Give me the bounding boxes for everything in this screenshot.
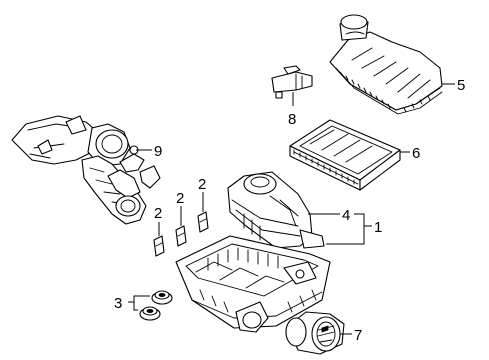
- callout-2a: 2: [154, 205, 162, 222]
- callout-2c: 2: [198, 176, 206, 193]
- callout-3: 3: [114, 295, 122, 312]
- grommet-lower: [139, 306, 161, 321]
- callout-6: 6: [412, 145, 420, 162]
- callout-5: 5: [457, 77, 465, 94]
- callout-7: 7: [354, 327, 362, 344]
- inlet-tube: [285, 311, 345, 355]
- callout-1: 1: [374, 219, 382, 236]
- mass-airflow-sensor: [271, 65, 313, 99]
- air-cleaner-cover: [329, 14, 443, 115]
- intake-duct: [11, 115, 161, 225]
- clip-left: [153, 235, 165, 257]
- bracket-1: [326, 213, 372, 245]
- callout-8: 8: [288, 111, 296, 128]
- clip-right: [197, 211, 209, 233]
- air-cleaner-lid: [227, 171, 325, 249]
- callout-4: 4: [342, 207, 350, 224]
- clip-middle: [175, 225, 187, 247]
- air-filter-element: [289, 119, 401, 191]
- grommet-upper: [151, 290, 173, 305]
- air-cleaner-tray: [175, 235, 331, 333]
- leader-3: [128, 295, 150, 311]
- callout-2b: 2: [176, 190, 184, 207]
- callout-9: 9: [154, 143, 162, 160]
